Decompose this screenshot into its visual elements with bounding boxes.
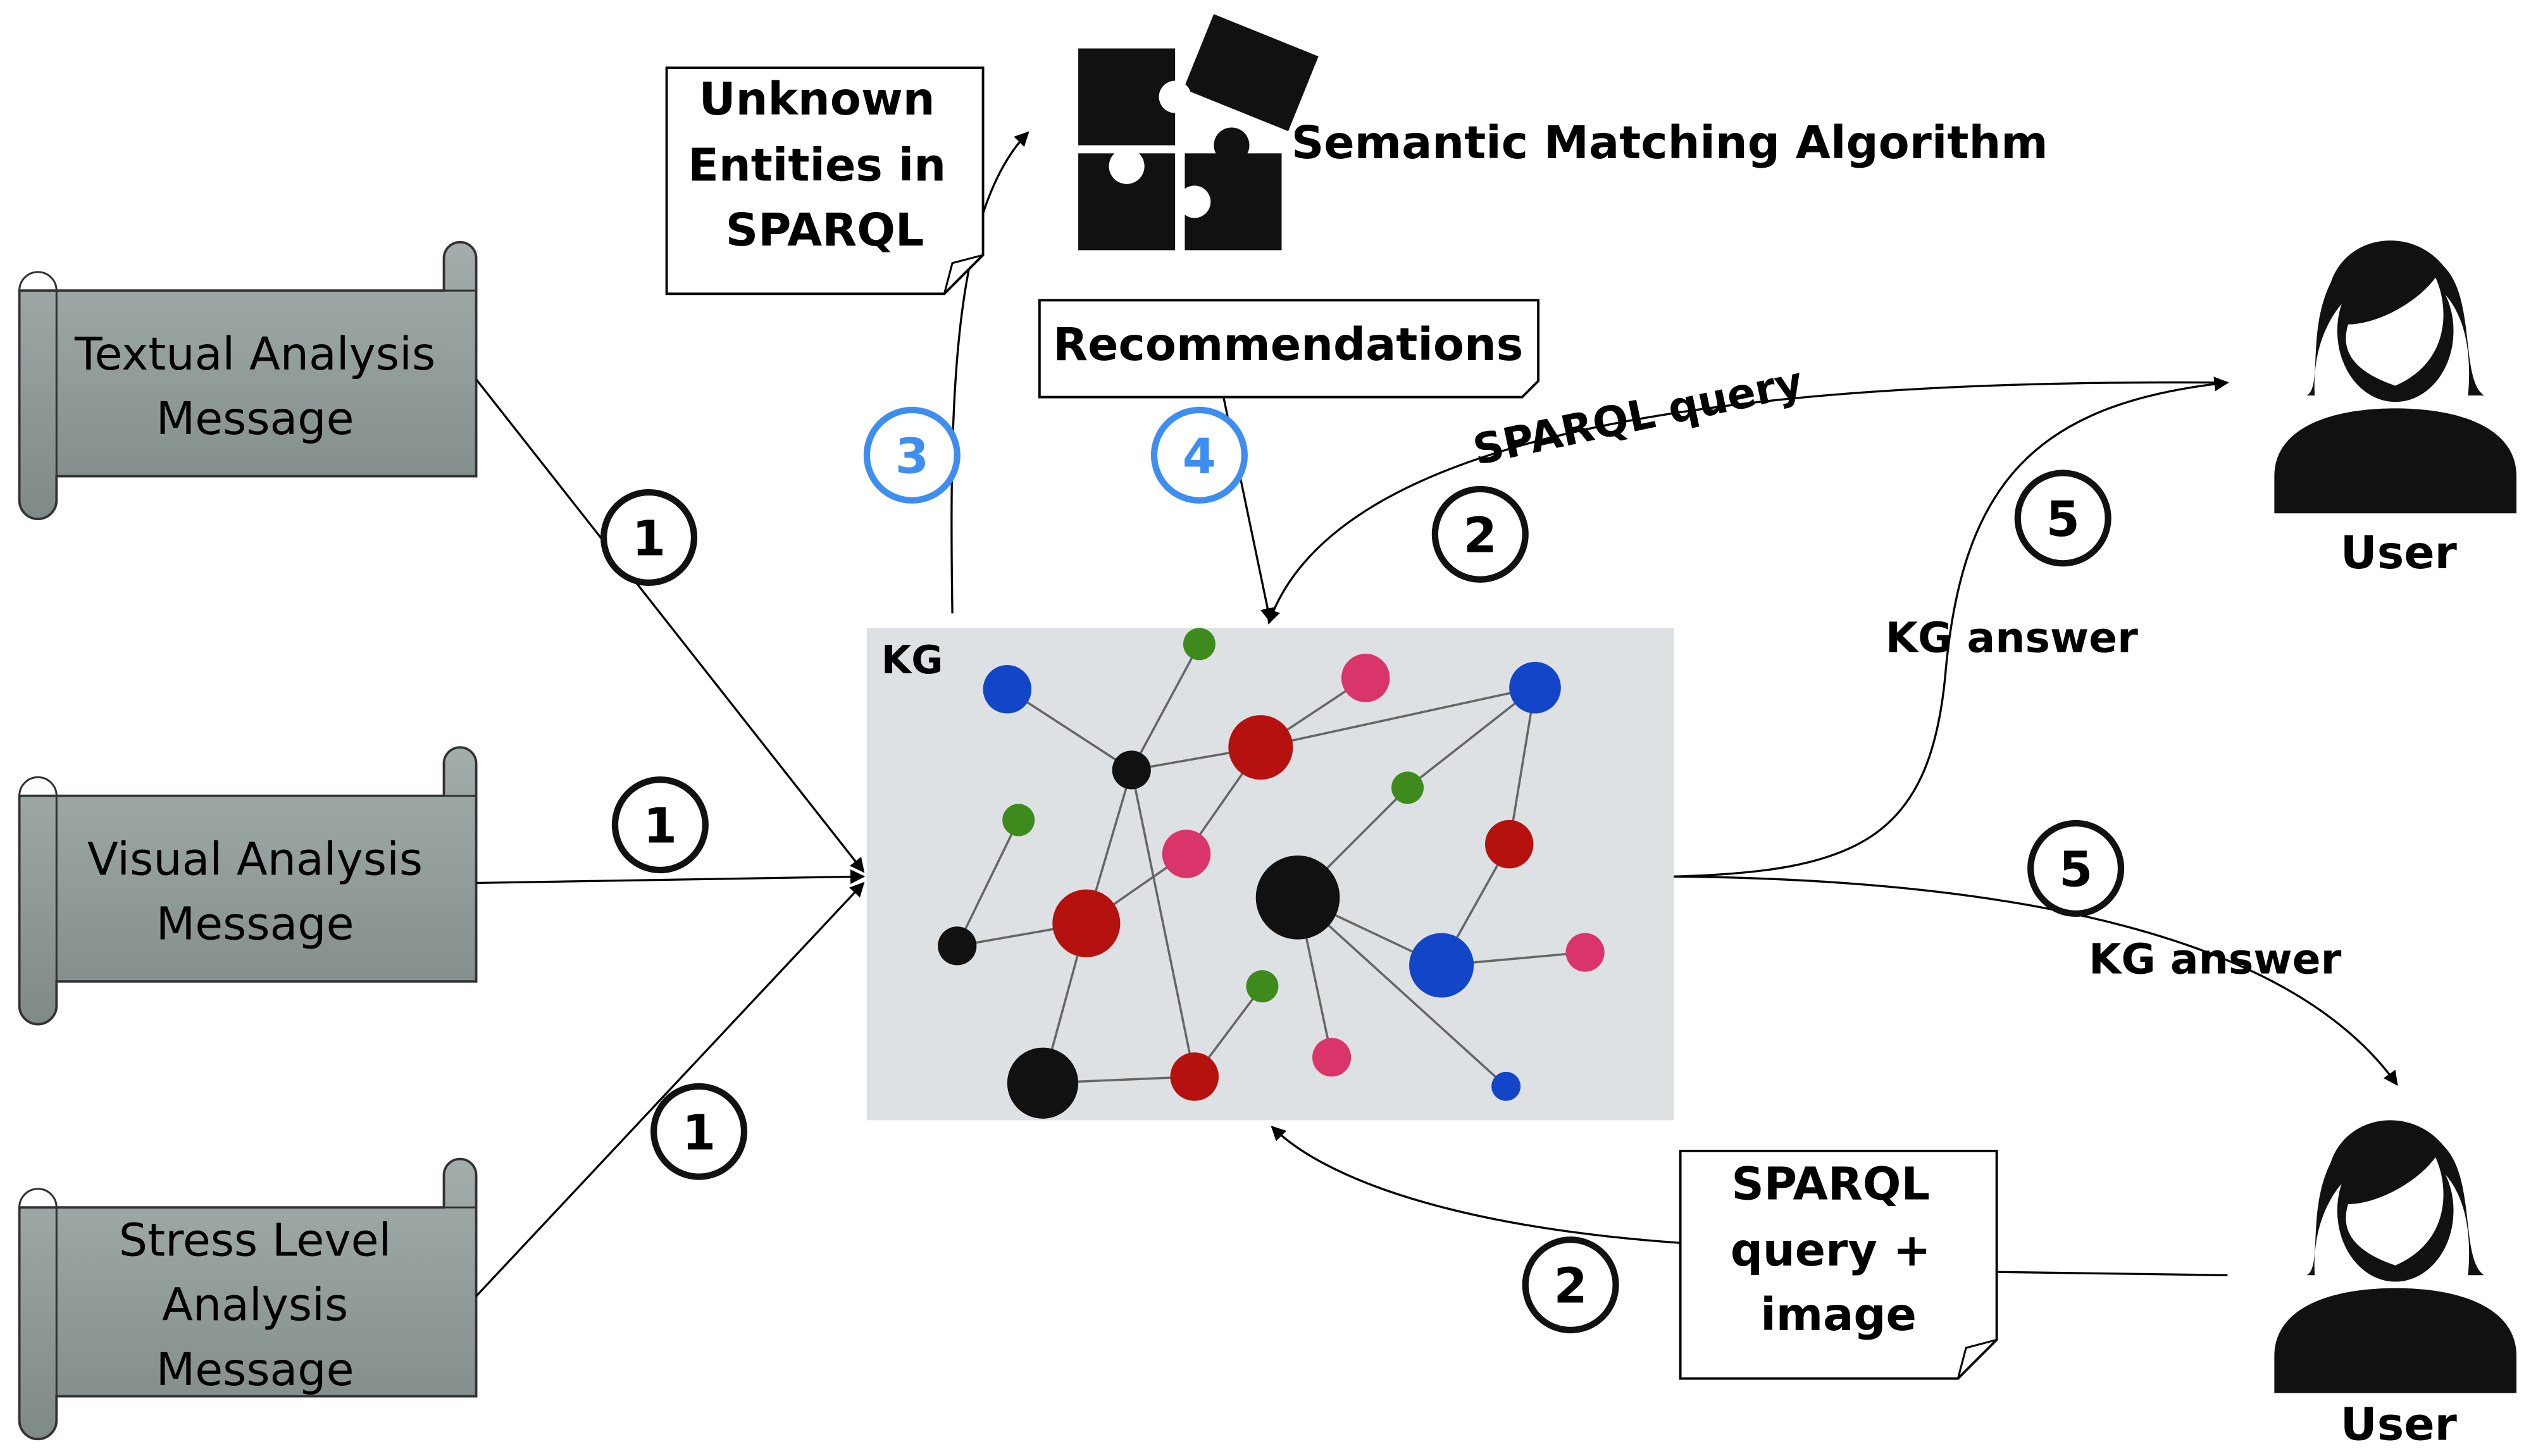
kg-label: KG [881,638,943,683]
kg-edge [1130,644,1200,771]
svg-text:1: 1 [682,1105,716,1161]
kg-answer-top-label: KG answer [1886,613,2139,663]
scroll-text: Visual Analysis [87,833,423,886]
kg-node [1409,933,1474,998]
kg-node [1170,1052,1219,1101]
step-s2b: 2 [1522,1236,1619,1334]
step-s4: 4 [1150,406,1248,504]
svg-text:2: 2 [1464,507,1497,564]
step-s1c: 1 [650,1083,748,1180]
kg-node [1112,750,1151,790]
scroll-text: Stress Level [119,1214,392,1267]
user-label: User [2341,1398,2457,1450]
note-unknown-entities: Unknown Entities in SPARQL [665,66,985,296]
svg-text:4: 4 [1183,428,1216,485]
kg-node [983,665,1032,714]
kg-node [1007,1047,1079,1119]
note-sparql-query-image: SPARQL query + image [1679,1149,1998,1380]
kg-node [1509,661,1561,714]
svg-text:Unknown Entities in: Unknown Entities in SPARQL [688,73,962,256]
input-arrows [475,378,866,1297]
svg-text:1: 1 [644,799,677,855]
user-icon [2274,240,2517,514]
step-s3: 3 [863,406,961,504]
kg-edge [1407,687,1536,789]
kg-node [1246,970,1279,1003]
step-s5b: 5 [2027,819,2125,917]
kg-edge [956,819,1020,947]
user-label: User [2341,526,2457,579]
step-s1a: 1 [600,488,698,587]
svg-text:1: 1 [632,511,666,568]
svg-text:5: 5 [2046,492,2080,548]
kg-node [1565,933,1605,972]
kg-node [1255,856,1340,940]
kg-edge [1130,769,1196,1077]
kg-node [1228,715,1293,780]
knowledge-graph: KG [866,628,1674,1121]
kg-node [1341,654,1390,702]
kg-edge [1260,686,1536,749]
step-s2a: 2 [1431,485,1529,583]
step-s1b: 1 [611,776,709,874]
note-recommendations: Recommendations [1038,299,1540,399]
semantic-matching-label: Semantic Matching Algorithm [1291,116,2048,169]
svg-text:SPARQL query + ima: SPARQL query + image [1731,1157,1947,1341]
scroll-text: Analysis [162,1279,348,1331]
kg-node [1183,628,1216,661]
scroll-text: Message [156,898,354,950]
kg-edge [1006,688,1133,771]
puzzle-icon [1078,14,1319,251]
kg-node [1491,1071,1521,1101]
flow-arrows [950,131,2398,1276]
kg-node [1052,889,1121,957]
kg-node [1391,771,1424,804]
kg-node [938,926,977,966]
svg-text:Recommendations: Recommendations [1053,318,1523,371]
user-icon [2274,1120,2517,1393]
kg-edge [1508,687,1536,845]
svg-text:5: 5 [2059,842,2093,898]
kg-edge [1297,897,1507,1088]
kg-node [1002,804,1035,837]
kg-answer-bottom-label: KG answer [2089,934,2342,983]
kg-node [1484,819,1534,869]
scroll-text: Textual Analysis [74,328,435,380]
scroll-text: Message [156,1343,354,1396]
step-s5a: 5 [2014,470,2111,567]
kg-node [1162,830,1211,878]
svg-text:2: 2 [1554,1259,1588,1315]
svg-text:3: 3 [895,428,929,485]
kg-node [1312,1038,1352,1077]
scroll-text: Message [156,392,354,445]
